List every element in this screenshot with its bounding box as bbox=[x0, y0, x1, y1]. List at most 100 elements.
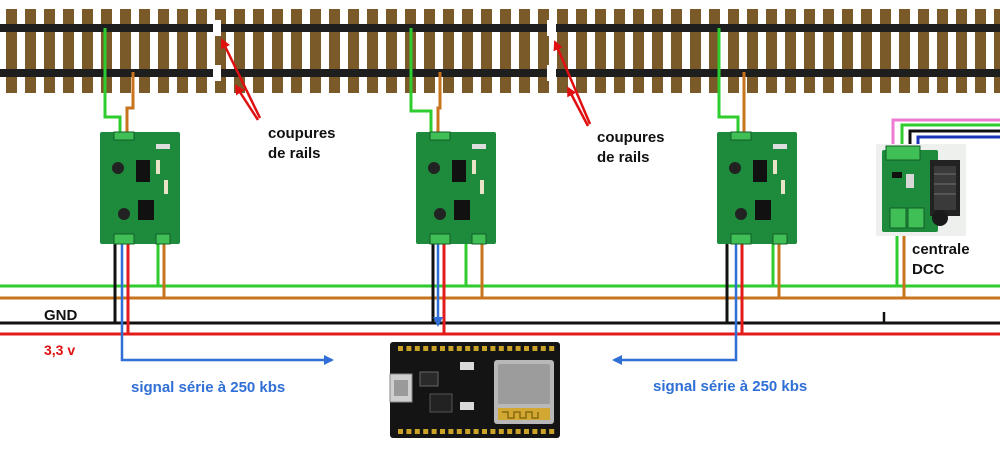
track-sleeper bbox=[652, 9, 663, 93]
esp32-pin bbox=[465, 429, 471, 434]
pcb-capacitor bbox=[428, 162, 440, 174]
esp32-pin bbox=[448, 429, 454, 434]
esp32-pin bbox=[524, 346, 529, 351]
track-sleeper bbox=[234, 9, 245, 93]
rail-gap bbox=[547, 20, 556, 36]
track-sleeper bbox=[956, 9, 967, 93]
esp32-pin bbox=[532, 346, 538, 351]
esp32-pin bbox=[423, 429, 429, 434]
gnd-label: GND bbox=[44, 307, 78, 324]
esp32-pin bbox=[406, 346, 412, 351]
track-sleeper bbox=[880, 9, 891, 93]
track-sleeper bbox=[120, 9, 131, 93]
rail-cut-label-1: coupures de rails bbox=[268, 124, 336, 164]
pcb-resistor bbox=[472, 160, 476, 174]
esp32-pin bbox=[490, 346, 496, 351]
pcb-resistor bbox=[156, 160, 160, 174]
track-sleeper bbox=[25, 9, 36, 93]
pcb-capacitor bbox=[729, 162, 741, 174]
dcc-central-label: centrale DCC bbox=[912, 240, 970, 280]
esp32-pin bbox=[515, 346, 521, 351]
pcb-capacitor bbox=[434, 208, 446, 220]
track-sleeper bbox=[823, 9, 834, 93]
pcb-resistor bbox=[156, 144, 170, 149]
track-sleeper bbox=[253, 9, 264, 93]
esp32-pin bbox=[456, 346, 462, 351]
pcb-terminal-bottom-left bbox=[429, 233, 451, 245]
track-sleeper bbox=[158, 9, 169, 93]
track-sleeper bbox=[63, 9, 74, 93]
serial-signal-label-left: signal série à 250 kbs bbox=[131, 379, 286, 396]
serial-signal-wires bbox=[120, 240, 738, 365]
track-sleeper bbox=[842, 9, 853, 93]
track-sleeper bbox=[196, 9, 207, 93]
track-sleeper bbox=[291, 9, 302, 93]
pcb-resistor bbox=[773, 160, 777, 174]
pcb-chip bbox=[755, 200, 771, 220]
track-sleeper bbox=[937, 9, 948, 93]
track-sleeper bbox=[804, 9, 815, 93]
track-sleeper bbox=[538, 9, 549, 93]
esp32-pin bbox=[515, 429, 521, 434]
esp32-pin bbox=[431, 429, 437, 434]
rail-gap bbox=[547, 65, 556, 81]
esp32-pin bbox=[431, 346, 437, 351]
detector-board-2 bbox=[416, 131, 496, 245]
pcb-terminal-bottom-right bbox=[471, 233, 487, 245]
detector-board-3 bbox=[717, 131, 797, 245]
dcc-booster-board-icon bbox=[876, 144, 966, 236]
track-sleeper bbox=[595, 9, 606, 93]
track-sleeper bbox=[633, 9, 644, 93]
esp32-pin bbox=[498, 429, 504, 434]
esp32-pin bbox=[423, 346, 429, 351]
esp32-pin bbox=[532, 429, 538, 434]
bus-wires bbox=[0, 284, 1000, 336]
rail-cut-label-2: coupures de rails bbox=[597, 128, 665, 168]
dcc-central-label-line2: DCC bbox=[912, 261, 945, 278]
track-sleeper bbox=[576, 9, 587, 93]
track-sleeper bbox=[766, 9, 777, 93]
esp32-pin bbox=[440, 429, 445, 434]
pcb-terminal-bottom-right bbox=[155, 233, 171, 245]
track-sleeper bbox=[348, 9, 359, 93]
track-sleeper bbox=[139, 9, 150, 93]
track-sleeper bbox=[82, 9, 93, 93]
track-sleeper bbox=[785, 9, 796, 93]
pcb-chip bbox=[452, 160, 466, 182]
detector-board-1 bbox=[100, 131, 180, 245]
track-sleeper bbox=[861, 9, 872, 93]
rail-cut-label-2-line1: coupures bbox=[597, 129, 665, 146]
track-sleeper bbox=[386, 9, 397, 93]
track-rail-top bbox=[556, 24, 1000, 32]
board-bus-connections bbox=[113, 232, 906, 334]
track-sleeper bbox=[443, 9, 454, 93]
pcb-capacitor bbox=[112, 162, 124, 174]
pcb-terminal-top bbox=[113, 131, 135, 141]
esp32-pin bbox=[507, 429, 513, 434]
rail-cut-arrows bbox=[220, 38, 592, 127]
esp32-pin bbox=[398, 429, 403, 434]
rail-gap bbox=[213, 20, 221, 36]
rail-cut-label-1-line2: de rails bbox=[268, 145, 321, 162]
track-sleeper bbox=[975, 9, 986, 93]
track-sleeper bbox=[614, 9, 625, 93]
esp32-pin bbox=[440, 346, 445, 351]
track-sleeper bbox=[367, 9, 378, 93]
pcb-resistor bbox=[781, 180, 785, 194]
pcb-terminal-top bbox=[730, 131, 752, 141]
track-sleeper bbox=[690, 9, 701, 93]
track-sleeper bbox=[310, 9, 321, 93]
rail-gap bbox=[213, 65, 221, 81]
pcb-resistor bbox=[472, 144, 486, 149]
track-feeder-wires bbox=[103, 28, 746, 138]
esp32-devkit-icon bbox=[389, 342, 560, 438]
track-rail-bottom bbox=[221, 69, 547, 77]
track-sleeper bbox=[329, 9, 340, 93]
track-sleeper bbox=[747, 9, 758, 93]
esp32-pin bbox=[473, 346, 479, 351]
pcb-chip bbox=[753, 160, 767, 182]
track-sleeper bbox=[6, 9, 17, 93]
pcb-capacitor bbox=[735, 208, 747, 220]
track-sleeper bbox=[899, 9, 910, 93]
